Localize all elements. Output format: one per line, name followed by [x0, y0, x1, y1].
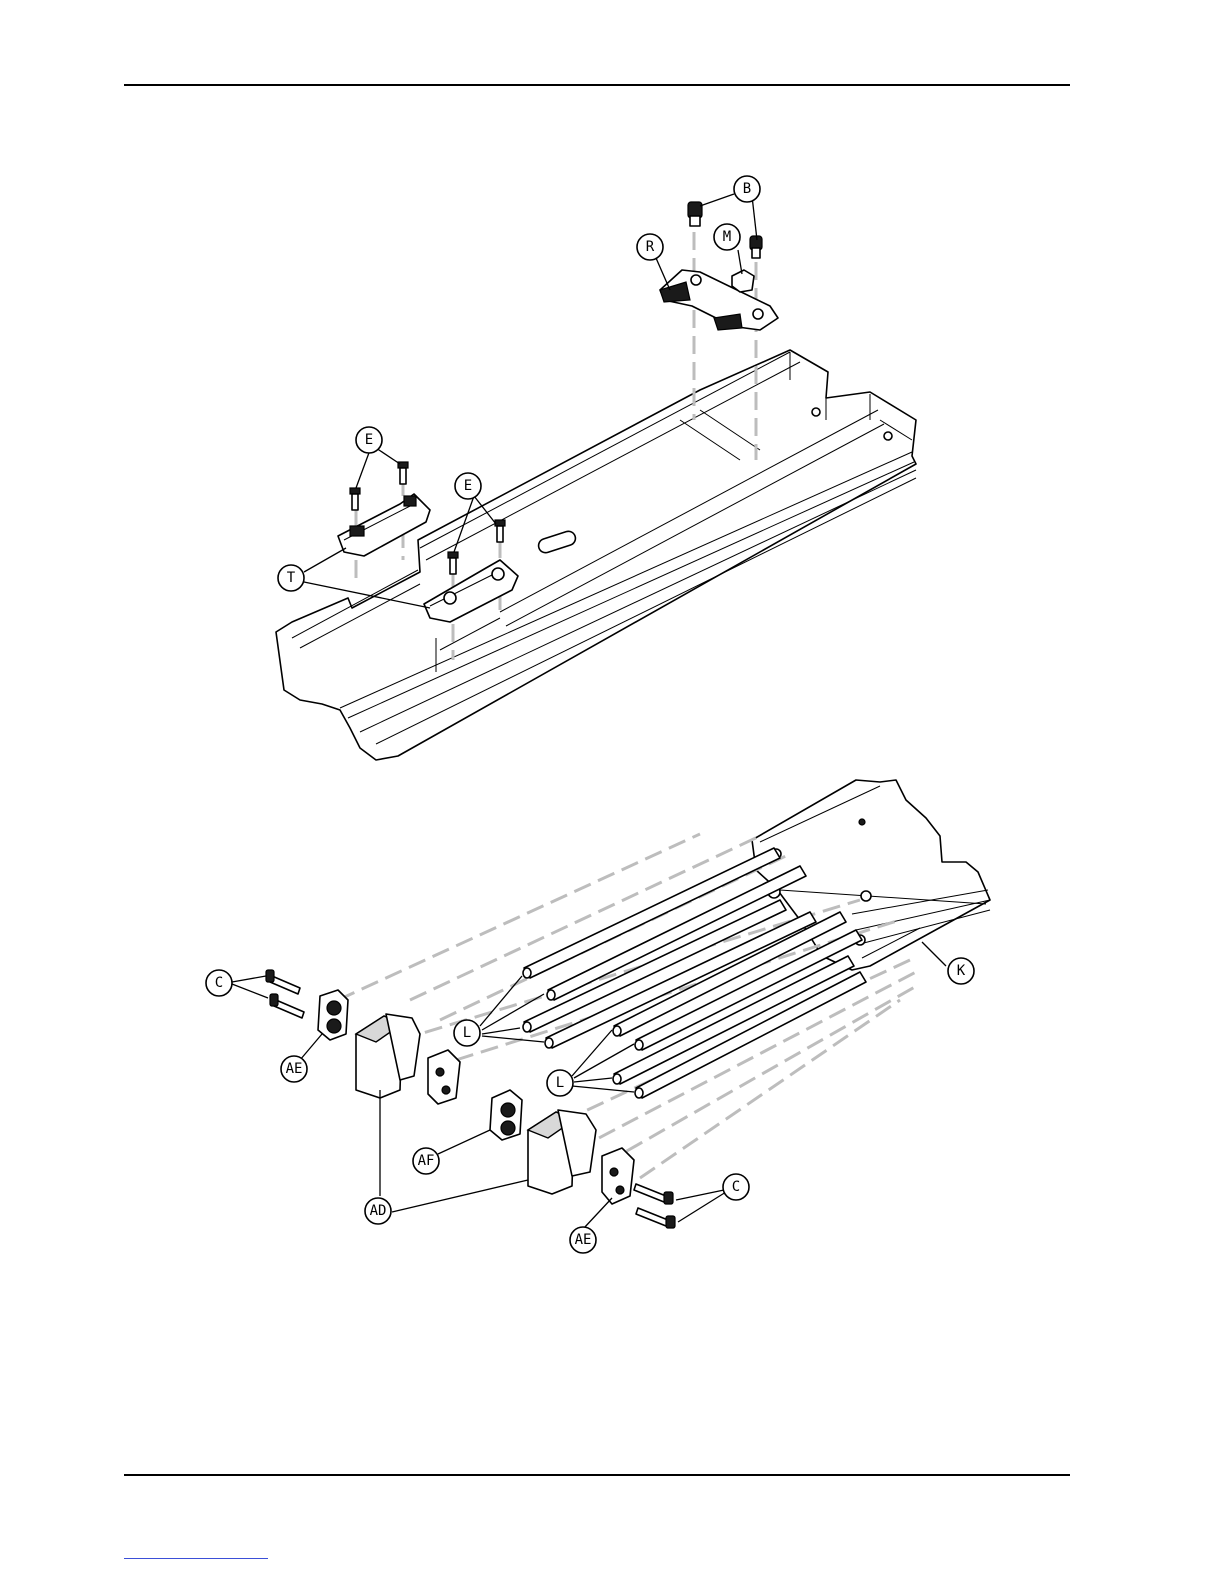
- callout-l-upper: L: [454, 1020, 480, 1046]
- callout-k: K: [948, 958, 974, 984]
- callout-l-lower: L: [547, 1070, 573, 1096]
- part-r-bracket: [660, 270, 778, 330]
- callout-af: AF: [413, 1148, 439, 1174]
- callout-ae-right: AE: [570, 1227, 596, 1253]
- callout-m: M: [714, 224, 740, 250]
- svg-text:E: E: [464, 478, 472, 494]
- svg-text:AD: AD: [370, 1203, 387, 1219]
- callout-c-left: C: [206, 970, 232, 996]
- callout-c-right: C: [723, 1174, 749, 1200]
- part-m-block: [732, 270, 754, 292]
- svg-text:AE: AE: [286, 1061, 303, 1077]
- callout-t: T: [278, 565, 304, 591]
- svg-text:E: E: [365, 432, 373, 448]
- svg-text:K: K: [957, 963, 966, 979]
- svg-text:C: C: [732, 1179, 740, 1195]
- upper-rail-assembly: [276, 232, 916, 760]
- svg-text:M: M: [723, 229, 731, 245]
- callout-ad: AD: [365, 1198, 391, 1224]
- svg-text:T: T: [287, 570, 296, 586]
- svg-text:R: R: [646, 239, 655, 255]
- callout-b: B: [734, 176, 760, 202]
- callout-e-right: E: [455, 473, 481, 499]
- callout-r: R: [637, 234, 663, 260]
- svg-text:L: L: [463, 1025, 471, 1041]
- callout-ae-left: AE: [281, 1056, 307, 1082]
- svg-text:AE: AE: [575, 1232, 592, 1248]
- svg-text:L: L: [556, 1075, 564, 1091]
- svg-text:B: B: [743, 181, 751, 197]
- leader-lines: [232, 194, 946, 1228]
- callout-e-left: E: [356, 427, 382, 453]
- right-endcap-group: [490, 1090, 675, 1228]
- svg-text:C: C: [215, 975, 223, 991]
- svg-text:AF: AF: [418, 1153, 435, 1169]
